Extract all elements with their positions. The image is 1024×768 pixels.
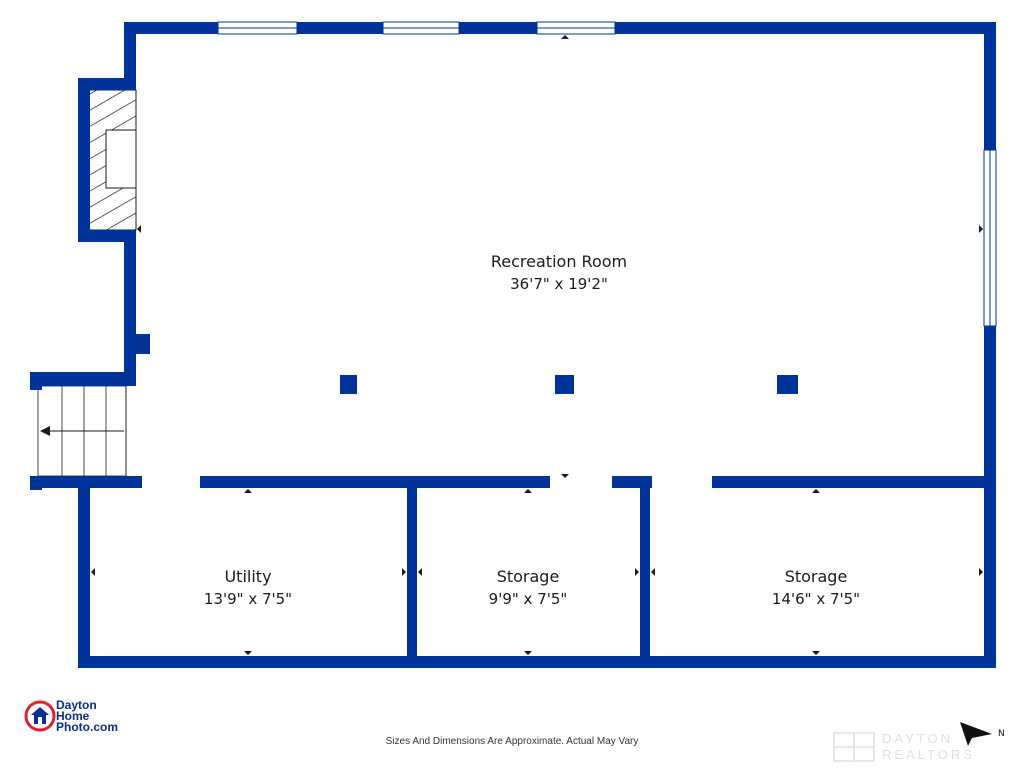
staircase (37, 385, 127, 477)
logo-text: Dayton Home Photo.com (56, 698, 118, 734)
room-label-storage-right: Storage 14'6" x 7'5" (736, 566, 896, 610)
watermark-line: REALTORS (882, 747, 975, 762)
room-name: Storage (496, 567, 560, 586)
dimension-markers (91, 35, 983, 655)
fireplace (87, 89, 137, 231)
room-name: Recreation Room (490, 252, 628, 271)
logo-line: Home (56, 709, 90, 723)
room-name: Utility (224, 567, 272, 586)
logo-line: Dayton (56, 698, 97, 712)
watermark-line: DAYTON (882, 731, 953, 746)
room-dimensions: 9'9" x 7'5" (488, 590, 568, 608)
windows (217, 21, 997, 327)
room-name: Storage (784, 567, 848, 586)
room-dimensions: 13'9" x 7'5" (203, 590, 293, 608)
compass-label: N (998, 729, 1005, 739)
room-label-utility: Utility 13'9" x 7'5" (168, 566, 328, 610)
north-arrow-icon: N (960, 722, 1005, 746)
watermark: DAYTON REALTORS (830, 727, 1020, 767)
room-dimensions: 36'7" x 19'2" (510, 275, 608, 293)
room-label-recreation: Recreation Room 36'7" x 19'2" (459, 251, 659, 295)
room-dimensions: 14'6" x 7'5" (771, 590, 861, 608)
watermark-icon (833, 732, 875, 762)
watermark-text: DAYTON REALTORS (882, 731, 975, 763)
logo-line: Photo.com (56, 720, 118, 734)
house-icon (24, 700, 56, 732)
brand-logo: Dayton Home Photo.com (24, 698, 154, 734)
walls (30, 22, 996, 668)
disclaimer: Sizes And Dimensions Are Approximate. Ac… (385, 736, 639, 747)
room-label-storage-center: Storage 9'9" x 7'5" (448, 566, 608, 610)
